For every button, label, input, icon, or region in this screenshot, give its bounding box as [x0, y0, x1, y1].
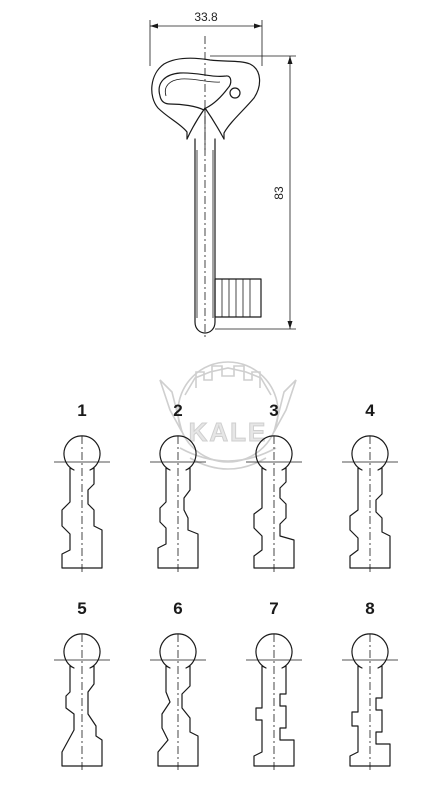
profile-label-6: 6 — [173, 599, 182, 618]
keyhole-outline — [253, 633, 295, 767]
keyhole-profile-5 — [54, 633, 110, 772]
keyhole-outline — [253, 435, 295, 569]
profile-label-7: 7 — [269, 599, 278, 618]
key-bow-outline — [151, 57, 261, 140]
profile-label-5: 5 — [77, 599, 86, 618]
keyhole-outline — [349, 435, 391, 569]
profile-label-2: 2 — [173, 401, 182, 420]
keyhole-outline — [61, 435, 103, 569]
keyhole-outline — [349, 633, 391, 767]
keyhole-outline — [157, 435, 199, 569]
keyhole-profile-7 — [246, 633, 302, 772]
bow-hole — [229, 87, 241, 99]
profile-label-4: 4 — [365, 401, 375, 420]
watermark-brand-text: KALE — [189, 417, 268, 447]
length-dimension: 83 — [210, 55, 296, 330]
profile-label-8: 8 — [365, 599, 374, 618]
key-bit — [214, 278, 262, 318]
profile-label-1: 1 — [77, 401, 86, 420]
kale-watermark-logo: KALE — [159, 361, 297, 470]
keyhole-profile-2 — [150, 435, 206, 574]
keyhole-profile-1 — [54, 435, 110, 574]
keyhole-profile-3 — [246, 435, 302, 574]
profile-label-3: 3 — [269, 401, 278, 420]
keyhole-profile-6 — [150, 633, 206, 772]
key-shank — [194, 138, 216, 334]
length-dimension-label: 83 — [272, 186, 286, 200]
width-dimension-label: 33.8 — [194, 10, 218, 24]
key-bow-opening — [158, 72, 232, 111]
keyhole-outline — [61, 633, 103, 767]
keyhole-profile-4 — [342, 435, 398, 574]
keyhole-profile-8 — [342, 633, 398, 772]
width-dimension: 33.8 — [149, 10, 263, 66]
keyhole-outline — [157, 633, 199, 767]
key-elevation — [151, 36, 262, 338]
keyhole-profiles — [54, 435, 398, 772]
